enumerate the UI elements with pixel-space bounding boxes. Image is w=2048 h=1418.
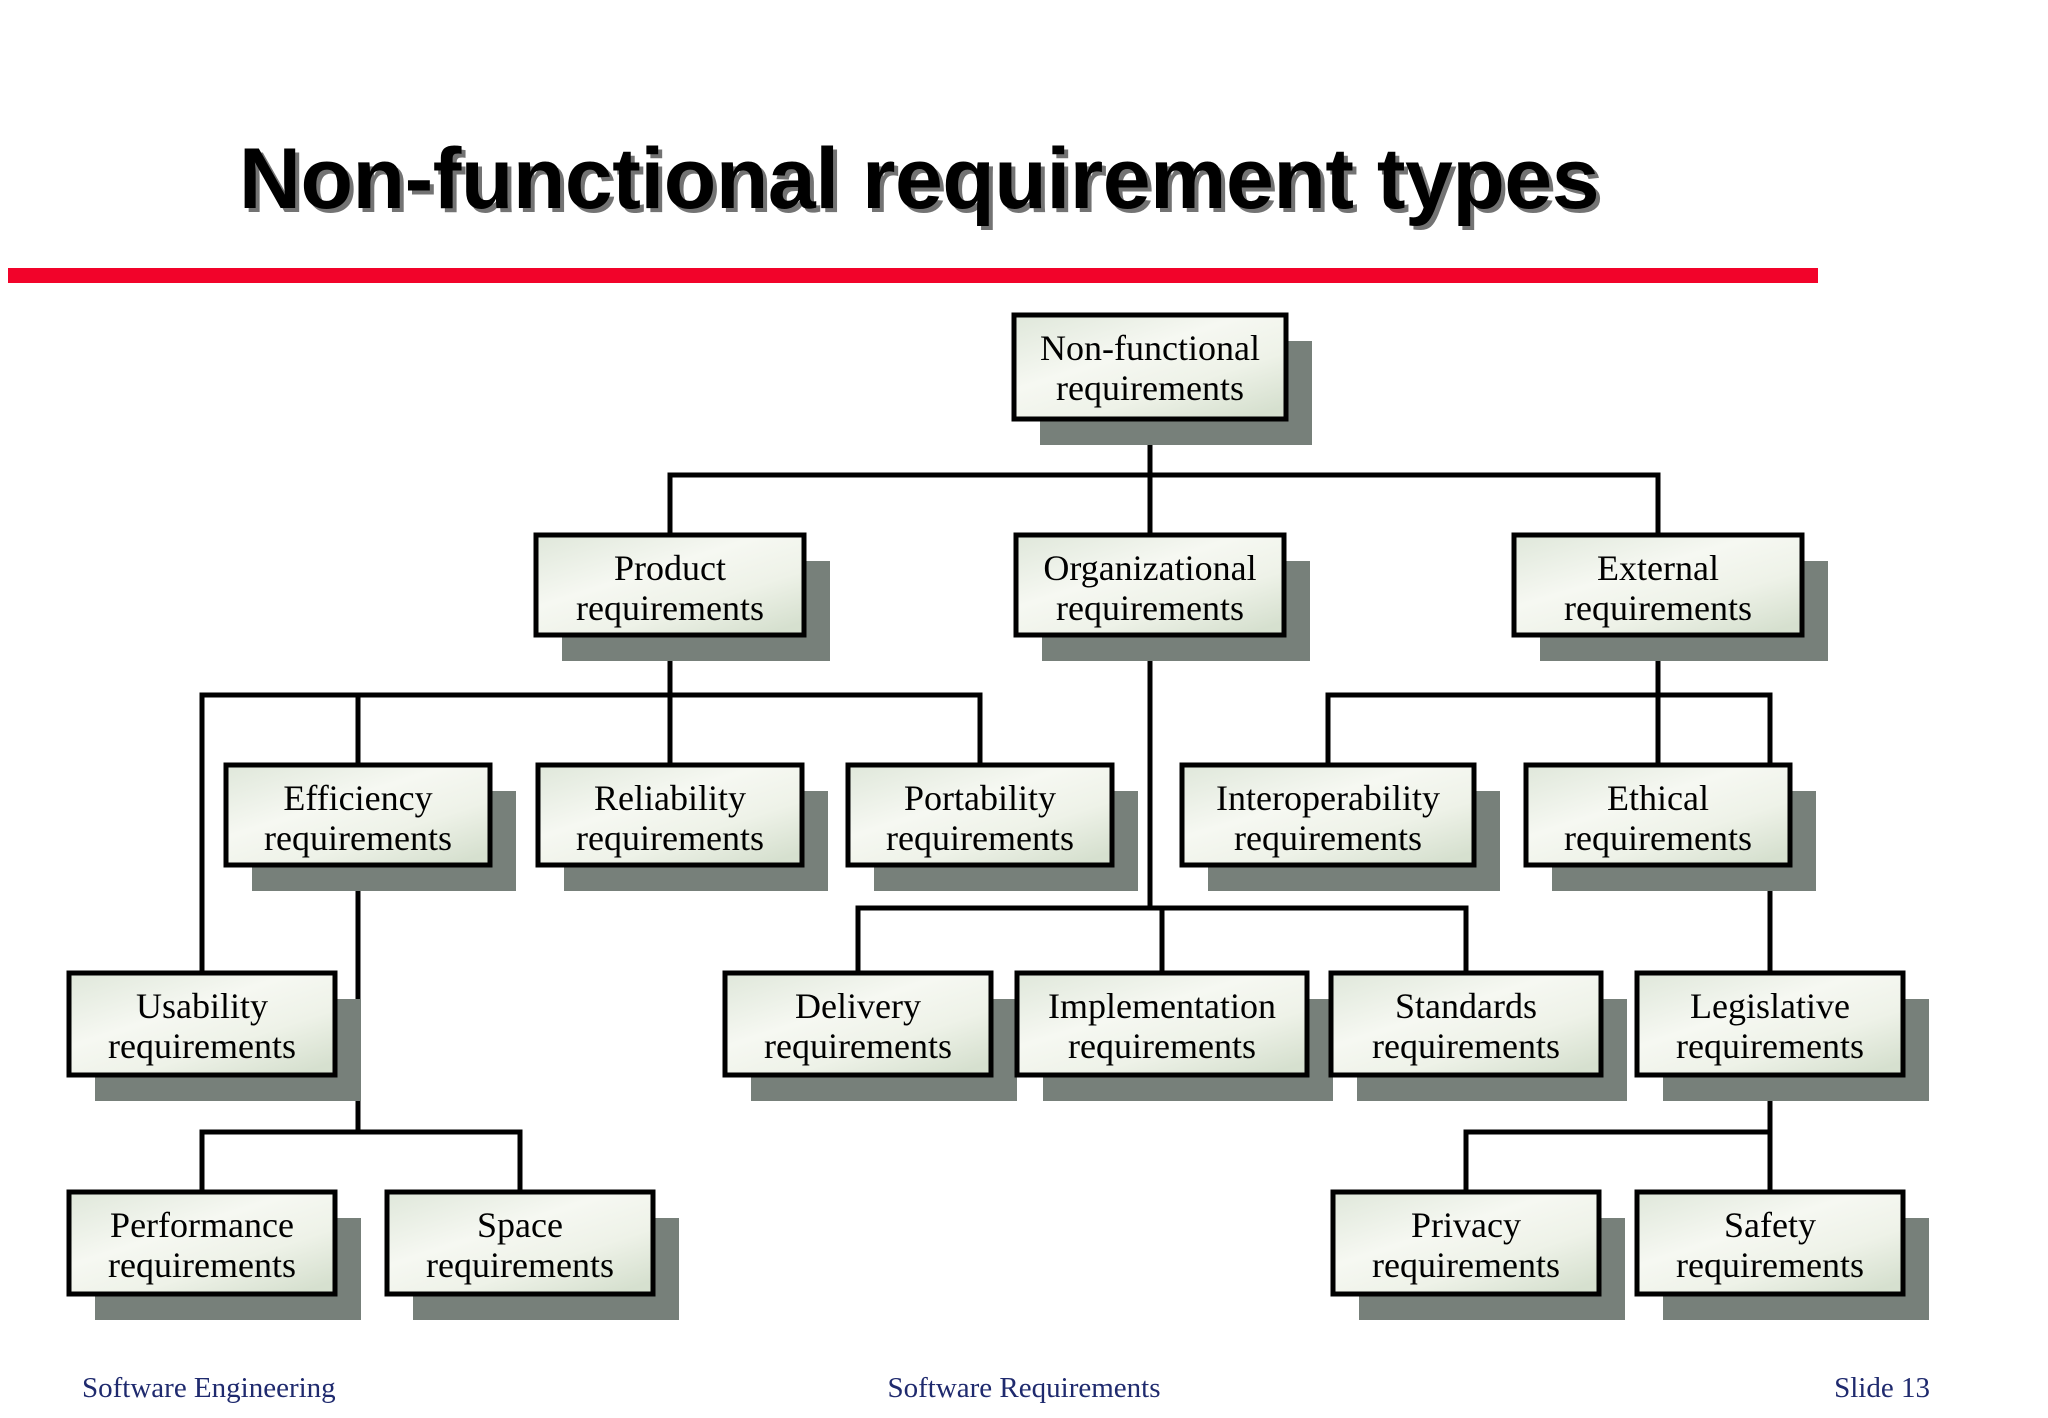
node-label-usability-line1: Usability <box>136 986 268 1026</box>
node-label-organizational-line2: requirements <box>1056 588 1244 628</box>
node-label-usability-line2: requirements <box>108 1026 296 1066</box>
node-box-nonfunctional[interactable] <box>1011 312 1289 422</box>
node-label-efficiency-line1: Efficiency <box>283 778 432 818</box>
node-box-privacy[interactable] <box>1330 1189 1602 1297</box>
footer-course-label: Software Engineering <box>82 1372 336 1404</box>
node-box-performance[interactable] <box>66 1189 338 1297</box>
node-label-privacy-line2: requirements <box>1372 1245 1560 1285</box>
node-box-external[interactable] <box>1511 532 1805 638</box>
node-box-portability[interactable] <box>845 762 1115 868</box>
node-label-interoperability-line2: requirements <box>1234 818 1422 858</box>
node-box-delivery[interactable] <box>722 970 994 1078</box>
node-box-efficiency[interactable] <box>223 762 493 868</box>
node-box-legislative[interactable] <box>1634 970 1906 1078</box>
slide-footer: Software Engineering Software Requiremen… <box>0 1372 2048 1418</box>
node-label-portability-line1: Portability <box>904 778 1056 818</box>
node-box-safety[interactable] <box>1634 1189 1906 1297</box>
node-label-standards-line1: Standards <box>1395 986 1537 1026</box>
node-label-ethical-line1: Ethical <box>1607 778 1709 818</box>
node-box-reliability[interactable] <box>535 762 805 868</box>
node-box-product[interactable] <box>533 532 807 638</box>
node-label-efficiency-line2: requirements <box>264 818 452 858</box>
node-label-interoperability-line1: Interoperability <box>1216 778 1440 818</box>
page-title: Non-functional requirement types <box>238 131 1600 227</box>
node-label-product-line2: requirements <box>576 588 764 628</box>
node-label-standards-line2: requirements <box>1372 1026 1560 1066</box>
node-label-nonfunctional-line1: Non-functional <box>1040 328 1260 368</box>
node-label-performance-line2: requirements <box>108 1245 296 1285</box>
node-label-nonfunctional-line2: requirements <box>1056 368 1244 408</box>
node-label-product-line1: Product <box>614 548 726 588</box>
node-label-implementation-line2: requirements <box>1068 1026 1256 1066</box>
node-box-organizational[interactable] <box>1013 532 1287 638</box>
node-label-reliability-line2: requirements <box>576 818 764 858</box>
node-label-safety-line2: requirements <box>1676 1245 1864 1285</box>
node-label-external-line2: requirements <box>1564 588 1752 628</box>
node-label-ethical-line2: requirements <box>1564 818 1752 858</box>
footer-slide-number: Slide 13 <box>1834 1372 1930 1404</box>
node-box-ethical[interactable] <box>1523 762 1793 868</box>
footer-topic-label: Software Requirements <box>887 1372 1161 1404</box>
node-label-safety-line1: Safety <box>1724 1205 1816 1245</box>
node-box-usability[interactable] <box>66 970 338 1078</box>
node-box-interoperability[interactable] <box>1179 762 1477 868</box>
node-label-space-line1: Space <box>477 1205 563 1245</box>
node-label-organizational-line1: Organizational <box>1043 548 1256 588</box>
node-label-portability-line2: requirements <box>886 818 1074 858</box>
node-box-standards[interactable] <box>1328 970 1604 1078</box>
node-label-delivery-line2: requirements <box>764 1026 952 1066</box>
node-label-reliability-line1: Reliability <box>594 778 746 818</box>
connector-layer <box>199 416 1773 1195</box>
node-label-privacy-line1: Privacy <box>1411 1205 1521 1245</box>
node-label-implementation-line1: Implementation <box>1048 986 1276 1026</box>
node-label-legislative-line2: requirements <box>1676 1026 1864 1066</box>
node-layer: Non-functionalrequirementsProductrequire… <box>66 312 1929 1320</box>
node-label-delivery-line1: Delivery <box>795 986 921 1026</box>
title-underline-rule <box>8 268 1818 283</box>
node-label-performance-line1: Performance <box>110 1205 294 1245</box>
node-label-space-line2: requirements <box>426 1245 614 1285</box>
node-label-legislative-line1: Legislative <box>1690 986 1850 1026</box>
node-box-space[interactable] <box>384 1189 656 1297</box>
node-label-external-line1: External <box>1597 548 1719 588</box>
node-box-implementation[interactable] <box>1014 970 1310 1078</box>
